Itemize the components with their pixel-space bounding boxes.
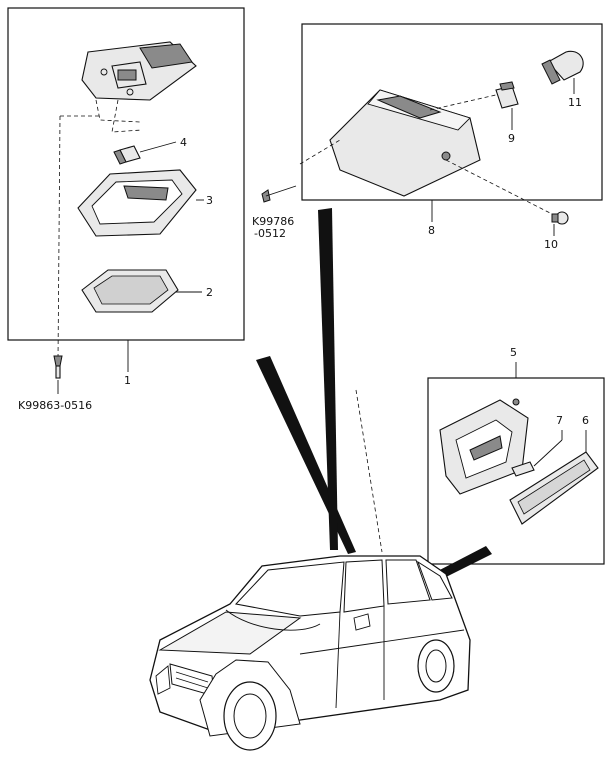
fastener-label-k99786-line1: K99786 (252, 215, 294, 228)
pointer-cargo-lamp (432, 546, 492, 582)
socket-9 (495, 81, 519, 109)
fastener-label-k99786-line2: -0512 (254, 227, 286, 240)
lamp-housing-5 (439, 398, 529, 495)
bulb-7 (511, 461, 535, 477)
lens-2 (81, 269, 179, 313)
lens-6 (509, 451, 599, 525)
fastener-label-k99863: K99863-0516 (18, 399, 92, 412)
bezel-3 (77, 169, 197, 237)
bulb-4 (113, 145, 141, 165)
callout-9: 9 (508, 132, 515, 145)
screw-k99863 (53, 355, 63, 379)
callout-2: 2 (206, 286, 213, 299)
callout-10: 10 (544, 238, 558, 251)
pointer-dome-lamp (256, 356, 356, 554)
assembly-box-1 (7, 7, 245, 341)
callout-8: 8 (428, 224, 435, 237)
callout-7: 7 (556, 414, 563, 427)
assembly-box-8 (301, 23, 603, 201)
callout-4: 4 (180, 136, 187, 149)
callout-3: 3 (206, 194, 213, 207)
lamp-housing-base (81, 41, 197, 101)
clip-10 (551, 211, 569, 225)
callout-11: 11 (568, 96, 582, 109)
screw-k99786 (261, 185, 297, 203)
bulb-11 (541, 50, 584, 85)
callout-1: 1 (124, 374, 131, 387)
vehicle-suv (149, 555, 471, 751)
callout-6: 6 (582, 414, 589, 427)
pointer-map-lamp (318, 208, 338, 550)
map-lamp-housing-8 (329, 89, 481, 197)
callout-5: 5 (510, 346, 517, 359)
